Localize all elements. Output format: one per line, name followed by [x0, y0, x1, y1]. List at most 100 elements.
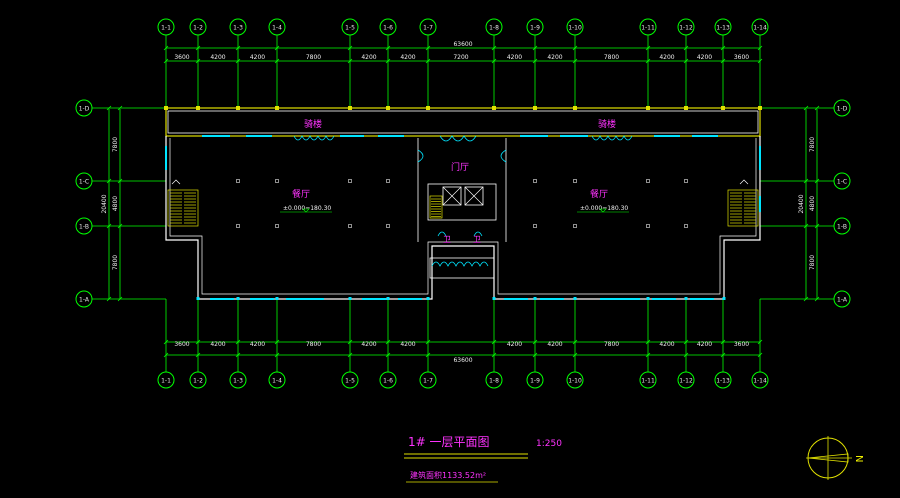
stair-left — [167, 179, 199, 227]
axis-bubble-bottom — [341, 371, 359, 389]
axis-bubble-top — [157, 18, 175, 36]
axis-bubble-top — [485, 18, 503, 36]
axis-bubble-right — [833, 217, 851, 235]
dim-bay-top: 4200 — [659, 54, 674, 61]
axis-bubble-bottom — [677, 371, 695, 389]
axis-label-top: 1-14 — [753, 25, 767, 32]
axis-label-top: 1-2 — [193, 25, 203, 32]
drawing-scale: 1:250 — [536, 439, 562, 449]
dim-bay-top: 4200 — [547, 54, 562, 61]
dim-total-top: 63600 — [453, 41, 472, 48]
dim-bay-bottom: 7800 — [306, 341, 321, 348]
axis-label-bottom: 1-9 — [530, 378, 540, 385]
axis-label-top: 1-8 — [489, 25, 499, 32]
axis-bubble-left — [75, 172, 93, 190]
axis-label-bottom: 1-10 — [568, 378, 582, 385]
axis-bubble-top — [677, 18, 695, 36]
dim-bay-bottom: 7800 — [604, 341, 619, 348]
dim-bay-top: 7200 — [453, 54, 468, 61]
axis-label-left: 1-A — [79, 297, 90, 304]
axis-label-top: 1-9 — [530, 25, 540, 32]
axis-bubble-bottom — [639, 371, 657, 389]
axis-label-top: 1-12 — [679, 25, 693, 32]
dim-row-right: 7800 — [809, 255, 816, 270]
door-swings — [293, 135, 633, 267]
dim-bay-bottom: 4200 — [697, 341, 712, 348]
axis-label-bottom: 1-6 — [383, 378, 393, 385]
axis-label-top: 1-4 — [272, 25, 282, 32]
stair-right — [727, 179, 759, 227]
axis-bubble-bottom — [526, 371, 544, 389]
dim-bay-bottom: 3600 — [734, 341, 749, 348]
dim-bay-bottom: 4200 — [210, 341, 225, 348]
dim-bay-top: 3600 — [174, 54, 189, 61]
dim-bay-bottom: 4200 — [400, 341, 415, 348]
axis-label-bottom: 1-13 — [716, 378, 730, 385]
dim-total-bottom: 63600 — [453, 357, 472, 364]
dim-bay-bottom: 4200 — [659, 341, 674, 348]
axis-bubble-bottom — [714, 371, 732, 389]
axis-label-bottom: 1-1 — [161, 378, 171, 385]
dim-bay-top: 4200 — [250, 54, 265, 61]
dim-row-left: 7800 — [112, 137, 119, 152]
title-block: 1# 一层平面图 1:250 建筑面积1133.52m² — [404, 435, 562, 483]
axis-bubble-right — [833, 172, 851, 190]
axis-bubble-bottom — [157, 371, 175, 389]
top-dimensions — [108, 47, 818, 356]
arcade-left-label: 骑楼 — [304, 118, 322, 130]
toilet-a-label: 卫 — [443, 235, 451, 244]
axis-bubble-bottom — [189, 371, 207, 389]
lobby-label: 门厅 — [451, 161, 469, 173]
dim-bay-bottom: 4200 — [507, 341, 522, 348]
axis-bubble-right — [833, 290, 851, 308]
axis-label-bottom: 1-4 — [272, 378, 282, 385]
north-label: N — [853, 455, 864, 462]
toilet-b-label: 卫 — [473, 235, 481, 244]
dimension-labels: 63600 63600 3600 4200 4200 7800 4200 4200 7200 42… — [101, 41, 820, 364]
axis-bubble-bottom — [751, 371, 769, 389]
dim-bay-bottom: 4200 — [250, 341, 265, 348]
dim-bay-top: 4200 — [361, 54, 376, 61]
dim-total-right: 20400 — [798, 194, 805, 213]
axis-bubble-top — [419, 18, 437, 36]
axis-label-bottom: 1-12 — [679, 378, 693, 385]
axis-label-top: 1-7 — [423, 25, 433, 32]
axis-bubble-left — [75, 217, 93, 235]
dim-bay-top: 4200 — [507, 54, 522, 61]
axis-bubble-bottom — [419, 371, 437, 389]
axis-label-top: 1-1 — [161, 25, 171, 32]
elevation-right: ±0.000=180.30 — [580, 205, 628, 212]
axis-bubble-left — [75, 290, 93, 308]
axis-label-bottom: 1-14 — [753, 378, 767, 385]
drawing-title: 1# 一层平面图 — [408, 435, 490, 449]
structural-columns — [164, 106, 762, 300]
axis-bubble-bottom — [229, 371, 247, 389]
axis-bubble-top — [229, 18, 247, 36]
axis-label-bottom: 1-7 — [423, 378, 433, 385]
dim-bay-top: 4200 — [210, 54, 225, 61]
dim-bay-top: 4200 — [400, 54, 415, 61]
axis-bubble-top — [379, 18, 397, 36]
axis-bubble-top — [566, 18, 584, 36]
axis-label-left: 1-B — [79, 224, 89, 231]
elevation-left: ±0.000=180.30 — [283, 205, 331, 212]
axis-label-top: 1-13 — [716, 25, 730, 32]
axis-label-bottom: 1-2 — [193, 378, 203, 385]
axis-grid: 1-1 1-2 1-3 1-4 1-5 1-6 1-7 1-8 1-9 1-10 1-11 1-12 1… — [75, 18, 851, 389]
axis-label-left: 1-D — [79, 106, 90, 113]
dim-row-right: 7800 — [809, 137, 816, 152]
dim-row-left: 4800 — [112, 196, 119, 211]
dim-bay-bottom: 4200 — [361, 341, 376, 348]
axis-label-bottom: 1-3 — [233, 378, 243, 385]
axis-label-bottom: 1-5 — [345, 378, 355, 385]
dim-bay-top: 7800 — [306, 54, 321, 61]
axis-label-right: 1-B — [837, 224, 847, 231]
axis-label-bottom: 1-11 — [641, 378, 655, 385]
axis-label-bottom: 1-8 — [489, 378, 499, 385]
axis-label-right: 1-A — [837, 297, 848, 304]
stair-core — [429, 195, 443, 219]
dim-row-left: 7800 — [112, 255, 119, 270]
dim-row-right: 4800 — [809, 196, 816, 211]
axis-label-top: 1-11 — [641, 25, 655, 32]
